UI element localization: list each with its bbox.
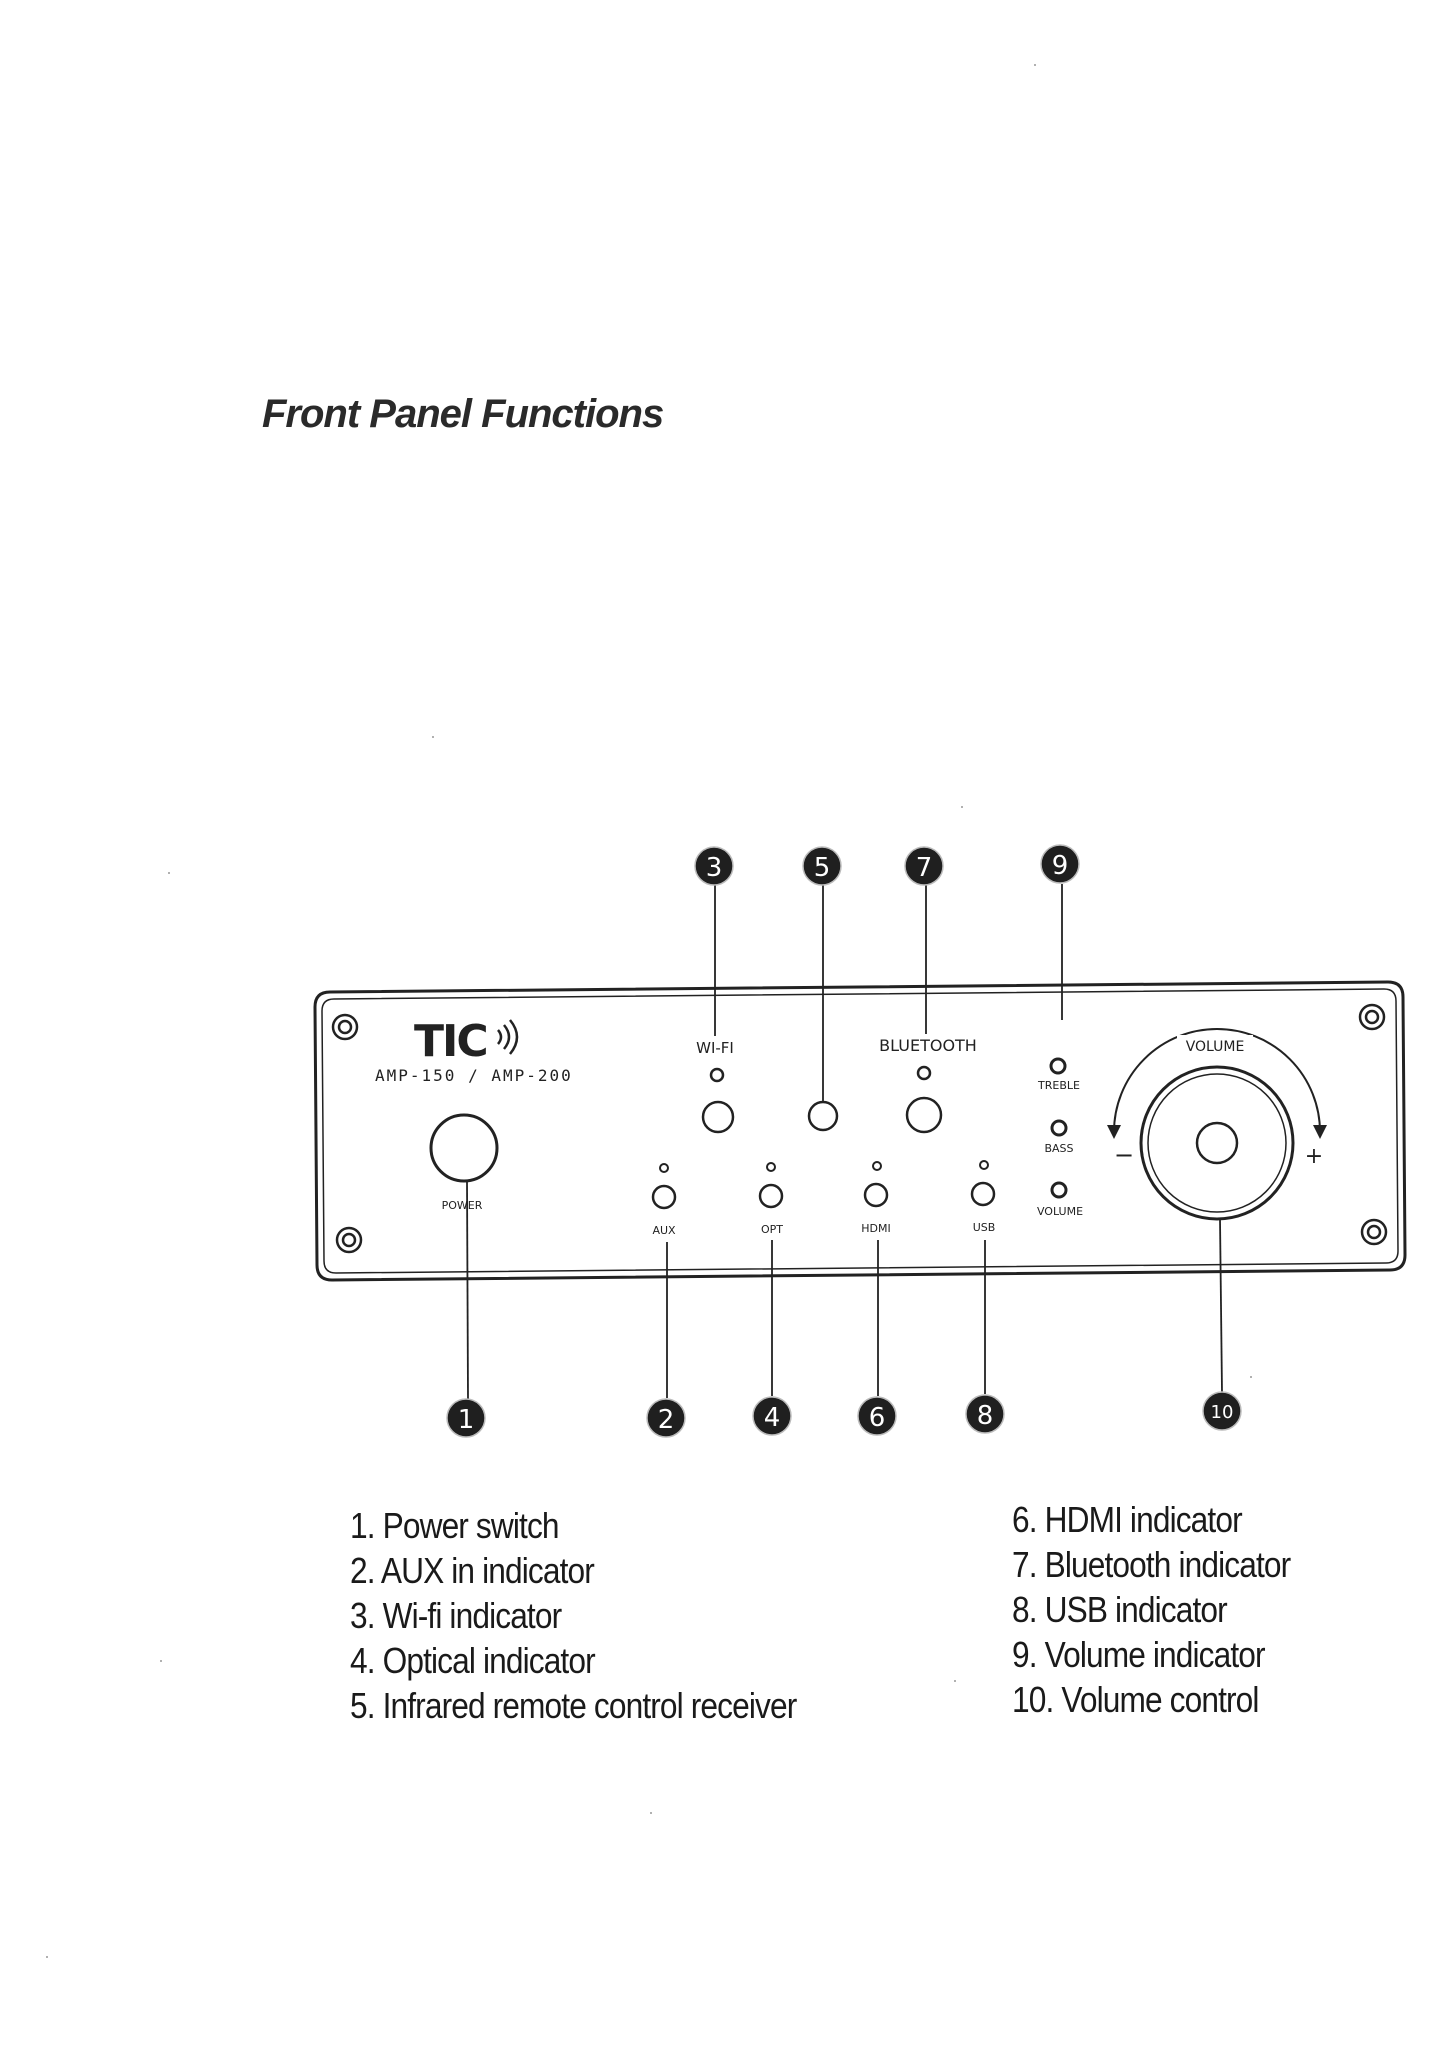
scan-speck [1034,64,1036,66]
screw-icon [331,1013,359,1041]
callout-badge-3: 3 [694,846,734,886]
callout-badge-10: 10 [1202,1391,1242,1431]
usb-label: USB [973,1221,996,1234]
svg-text:9: 9 [1052,851,1069,881]
svg-text:8: 8 [977,1401,994,1431]
amplifier-panel [313,980,1407,1282]
svg-text:7: 7 [916,853,933,883]
sound-waves-icon [497,1019,519,1055]
callout-badge-4: 4 [752,1396,792,1436]
svg-text:6: 6 [869,1403,886,1433]
callout-badge-2: 2 [646,1398,686,1438]
hdmi-selector[interactable] [863,1161,889,1208]
volume-indicator [1050,1181,1068,1199]
brand-logo: TIC [414,1016,487,1067]
bluetooth-indicator [916,1065,932,1081]
screw-icon [1360,1218,1388,1246]
scan-speck [961,806,963,808]
volume-arc-label: VOLUME [1186,1039,1245,1055]
list-item: 8. USB indicator [1012,1589,1228,1630]
treble-indicator [1049,1057,1067,1075]
list-item: 4. Optical indicator [350,1640,596,1681]
screw-icon [335,1226,363,1254]
plus-label: + [1305,1144,1323,1169]
list-item: 2. AUX in indicator [350,1550,595,1591]
legend-list-right: 6. HDMI indicator 7. Bluetooth indicator… [1012,1497,1291,1722]
model-name: AMP-150 / AMP-200 [375,1066,573,1085]
opt-label: OPT [761,1223,783,1236]
svg-text:1: 1 [458,1405,475,1435]
scan-speck [168,872,170,874]
list-item: 10. Volume control [1012,1679,1259,1720]
opt-selector[interactable] [758,1162,784,1209]
callout-badge-7: 7 [904,846,944,886]
bass-label: BASS [1044,1142,1073,1155]
list-item: 7. Bluetooth indicator [1012,1544,1291,1585]
list-item: 1. Power switch [350,1505,560,1546]
svg-text:2: 2 [658,1405,675,1435]
ir-receiver [807,1100,839,1132]
svg-text:10: 10 [1211,1402,1234,1423]
scan-speck [160,1660,162,1662]
scan-speck [46,1956,48,1958]
leader-lines [466,884,1223,1400]
bluetooth-button[interactable] [905,1096,943,1134]
scan-speck [1250,1376,1252,1378]
power-button[interactable] [429,1113,499,1183]
page-title: Front Panel Functions [262,392,664,436]
usb-selector[interactable] [970,1160,996,1207]
callout-badge-1: 1 [446,1398,486,1438]
minus-label: − [1114,1141,1134,1169]
svg-text:4: 4 [764,1403,781,1433]
svg-text:3: 3 [706,853,723,883]
callout-badge-9: 9 [1040,844,1080,884]
wifi-button[interactable] [701,1100,735,1134]
list-item: 6. HDMI indicator [1012,1499,1243,1540]
list-item: 5. Infrared remote control receiver [350,1685,797,1726]
scan-speck [954,1680,956,1682]
callout-badge-5: 5 [802,846,842,886]
volume-arc-arrow-icon [1107,1028,1327,1139]
treble-label: TREBLE [1037,1079,1080,1092]
volume-knob[interactable] [1139,1065,1295,1221]
bass-indicator [1050,1119,1068,1137]
aux-selector[interactable] [651,1163,677,1210]
svg-text:5: 5 [814,853,831,883]
hdmi-label: HDMI [861,1222,890,1235]
power-label: POWER [442,1199,483,1212]
bluetooth-label: BLUETOOTH [879,1036,977,1055]
callout-badge-8: 8 [965,1394,1005,1434]
wifi-indicator [709,1067,725,1083]
callout-badge-6: 6 [857,1396,897,1436]
volume-indicator-label: VOLUME [1037,1205,1083,1218]
legend-list-left: 1. Power switch 2. AUX in indicator 3. W… [350,1503,797,1728]
list-item: 3. Wi-fi indicator [350,1595,562,1636]
aux-label: AUX [652,1224,676,1237]
screw-icon [1358,1003,1386,1031]
wifi-label: WI-FI [696,1039,734,1057]
scan-speck [432,736,434,738]
list-item: 9. Volume indicator [1012,1634,1266,1675]
scan-speck [650,1812,652,1814]
